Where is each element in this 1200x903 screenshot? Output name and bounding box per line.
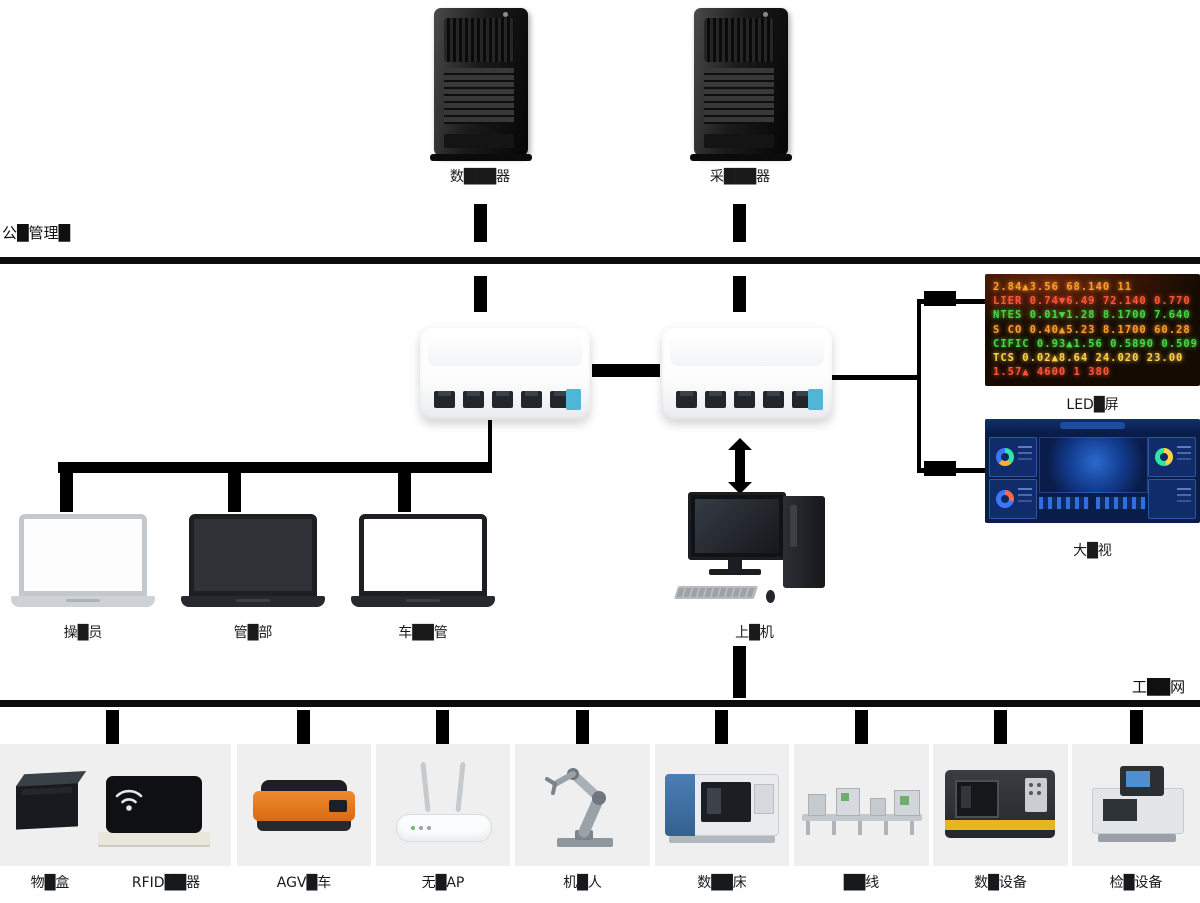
management-laptop-label: 管█部 [233, 625, 273, 641]
workshop-laptop-label: 车██管 [398, 625, 448, 641]
host-pc-icon [672, 492, 837, 614]
agv-cart-label: AGV█车 [276, 875, 332, 891]
connector-display-bracket [917, 299, 921, 473]
connector-laptop1-drop [60, 472, 73, 512]
card-inspection [1072, 744, 1200, 866]
zone-label-industrial-network: 工██网 [1132, 678, 1186, 696]
led-ticker-row: S CO 0.40▲5.23 8.1700 60.28 [993, 323, 1191, 336]
card-agv [237, 744, 371, 866]
card-material-rfid [0, 744, 231, 866]
led-ticker-row: LIER 0.74▼6.49 72.140 0.770 [993, 295, 1191, 308]
connector-switch2-up [733, 276, 746, 312]
connector-equip-7 [994, 710, 1007, 744]
host-pc-label: 上█机 [735, 625, 774, 641]
cnc-machine-image [945, 770, 1055, 838]
zone-divider-bottom [0, 700, 1200, 707]
collection-server-icon [690, 8, 792, 161]
rfid-reader-label: RFID██器 [131, 875, 201, 891]
production-line-label: ██线 [843, 875, 880, 891]
connector-switch-to-switch [592, 364, 660, 377]
connector-laptop-bus [58, 462, 492, 473]
switch2-icon [662, 328, 832, 420]
database-server-label: 数███器 [449, 169, 511, 185]
material-box-label: 物█盒 [30, 875, 70, 891]
card-lathe [655, 744, 789, 866]
link-tag-led [924, 291, 956, 306]
connector-laptop3-drop [398, 472, 411, 512]
connector-equip-5 [715, 710, 728, 744]
wifi-icon [115, 789, 143, 811]
inspection-machine-image [1092, 766, 1184, 842]
led-screen-label: LED█屏 [1066, 397, 1119, 413]
rfid-reader-image [106, 776, 202, 833]
card-cnc [933, 744, 1068, 866]
led-ticker-row: NTES 0.01▼1.28 8.1700 7.640 [993, 309, 1191, 322]
card-robot [515, 744, 650, 866]
connector-equip-2 [297, 710, 310, 744]
wireless-ap-image [396, 760, 492, 848]
robot-arm-image [545, 768, 613, 847]
inspection-machine-label: 检█设备 [1109, 875, 1163, 891]
database-server-icon [430, 8, 532, 161]
led-ticker-row: TCS 0.02▲8.64 24.020 23.00 [993, 352, 1184, 365]
connector-switch2-pc-arrow [728, 438, 752, 494]
connector-switch1-up [474, 276, 487, 312]
connector-equip-6 [855, 710, 868, 744]
rfid-reader-base [98, 832, 210, 845]
led-ticker-row: 1.57▲ 4600 1 380 [993, 366, 1111, 379]
cnc-lathe-image [665, 774, 779, 843]
workshop-laptop-icon [348, 514, 498, 607]
operator-laptop-label: 操█员 [63, 625, 103, 641]
cnc-lathe-label: 数██床 [697, 875, 747, 891]
dashboard-tv-image [985, 419, 1200, 523]
wireless-ap-label: 无█AP [421, 875, 465, 891]
production-line-image [802, 784, 922, 838]
zone-divider-top [0, 257, 1200, 264]
zone-label-management-network: 公█管理█ [2, 224, 71, 242]
connector-server1-down [474, 204, 487, 242]
material-box-image [16, 782, 78, 830]
link-tag-tv [924, 461, 956, 476]
led-ticker-row: CIFIC 0.93▲1.56 0.5890 0.509 [993, 337, 1199, 350]
connector-switch1-down [488, 420, 492, 464]
collection-server-label: 采███器 [709, 169, 771, 185]
card-ap [376, 744, 510, 866]
card-production-line [794, 744, 929, 866]
operator-laptop-icon [8, 514, 158, 607]
cnc-machine-label: 数█设备 [974, 875, 1027, 891]
switch1-icon [420, 328, 590, 420]
connector-switch2-right [832, 375, 920, 380]
management-laptop-icon [178, 514, 328, 607]
connector-equip-8 [1130, 710, 1143, 744]
connector-equip-1 [106, 710, 119, 744]
led-screen-image: 2.84▲3.56 68.140 11 LIER 0.74▼6.49 72.14… [985, 274, 1200, 386]
connector-pc-down [733, 646, 746, 698]
agv-cart-image [253, 780, 355, 831]
connector-equip-4 [576, 710, 589, 744]
dashboard-tv-label: 大█视 [1073, 543, 1112, 559]
robot-arm-label: 机█人 [563, 875, 602, 891]
dashboard-map [1039, 437, 1148, 493]
connector-equip-3 [436, 710, 449, 744]
connector-laptop2-drop [228, 472, 241, 512]
led-ticker-row: 2.84▲3.56 68.140 11 [993, 281, 1133, 293]
connector-server2-down [733, 204, 746, 242]
